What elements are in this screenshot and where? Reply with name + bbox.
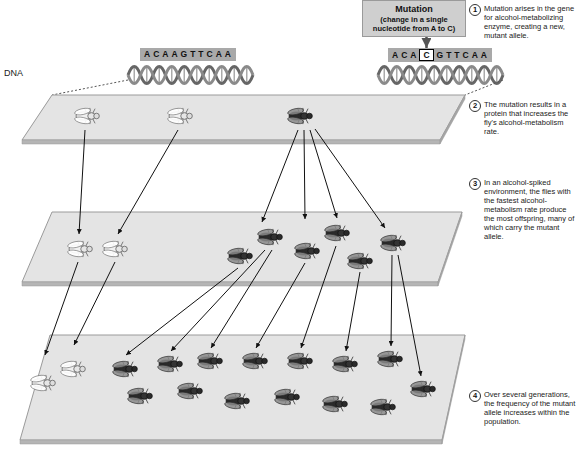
step: 4Over several generations, the frequency… — [469, 390, 579, 426]
fly-mutant — [197, 352, 222, 370]
zoom-line — [465, 80, 503, 95]
fly-wild-type — [74, 107, 99, 125]
fly-mutant — [287, 352, 312, 370]
box-text: (change in a single nucleotide from A to… — [367, 15, 461, 33]
population-plane — [22, 95, 465, 140]
fly-wild-type — [60, 360, 85, 378]
callout-number: 2 — [469, 100, 481, 112]
step-text: Over several generations, the frequency … — [484, 390, 579, 426]
fly-mutant — [370, 398, 395, 416]
step: 3In an alcohol-spiked environment, the f… — [469, 178, 579, 241]
plane-edge — [440, 95, 465, 144]
fly-mutant — [377, 350, 402, 368]
fly-mutant — [287, 107, 312, 125]
offspring-arrow — [315, 129, 385, 228]
fly-mutant — [257, 228, 282, 246]
fly-mutant — [274, 388, 299, 406]
offspring-arrow — [256, 263, 305, 348]
nucleotide-letter: C — [423, 50, 432, 60]
fly-mutant — [112, 360, 137, 378]
offspring-arrow — [391, 255, 392, 346]
fly-wild-type — [67, 240, 92, 258]
population-plane — [20, 335, 465, 440]
fly-mutant — [332, 355, 357, 373]
fly-mutant — [294, 242, 319, 260]
dna-strand — [128, 67, 253, 84]
mutation-box: Mutation(change in a single nucleotide f… — [362, 0, 466, 37]
fly-mutant — [410, 380, 435, 398]
fly-mutant — [324, 224, 349, 242]
fly-mutant — [347, 252, 372, 270]
dna-label: DNA — [4, 68, 23, 78]
fly-mutant — [157, 355, 182, 373]
fly-mutant — [127, 387, 152, 405]
offspring-arrow — [310, 130, 337, 218]
step-text: In an alcohol-spiked environment, the fl… — [484, 178, 579, 241]
dna-helix — [378, 67, 503, 84]
offspring-arrow — [346, 272, 360, 351]
offspring-arrow — [262, 130, 298, 222]
offspring-arrow — [304, 130, 305, 219]
sequence-text: GTTCAA — [437, 50, 490, 61]
plane-edge — [22, 282, 438, 286]
offspring-arrow — [126, 268, 238, 355]
fly-wild-type — [167, 107, 192, 125]
fly-wild-type — [30, 374, 55, 392]
fly-mutant — [322, 395, 347, 413]
step: 2The mutation results in a protein that … — [469, 100, 579, 136]
sequence-band: ACAAGTTCAA — [140, 48, 236, 61]
sequence-band: ACA GTTCAA C — [388, 48, 492, 62]
step-text: The mutation results in a protein that i… — [484, 100, 579, 136]
zoom-line — [52, 80, 128, 95]
mutation-arrow — [425, 37, 428, 48]
offspring-arrow — [301, 246, 336, 348]
callout-number: 1 — [469, 4, 481, 16]
callout-number: 4 — [469, 390, 481, 402]
box-heading: Mutation — [367, 4, 461, 15]
offspring-arrows — [79, 129, 385, 234]
offspring-arrow — [118, 130, 178, 234]
step: 1Mutation arises in the gene for alcohol… — [469, 4, 579, 40]
fly-mutant — [177, 382, 202, 400]
fly-wild-type — [102, 240, 127, 258]
population-plane — [22, 212, 462, 282]
offspring-arrows — [45, 246, 421, 376]
callout-number: 3 — [469, 178, 481, 190]
plane-edge — [442, 335, 465, 444]
offspring-arrow — [45, 262, 78, 355]
fly-mutant — [242, 352, 267, 370]
offspring-arrow — [79, 130, 85, 234]
dna-helix — [128, 67, 253, 84]
offspring-arrow — [211, 250, 272, 348]
fly-mutant — [380, 234, 405, 252]
sequence-text: ACA — [392, 50, 419, 61]
offspring-arrow — [74, 262, 115, 345]
fly-mutant — [224, 392, 249, 410]
step-text: Mutation arises in the gene for alcohol-… — [484, 4, 579, 40]
plane-edge — [20, 440, 442, 444]
sequence-text: ACAAGTTCAA — [144, 49, 234, 60]
dna-strand — [128, 67, 253, 84]
fly-mutant — [227, 247, 252, 265]
mutated-nucleotide-box: C — [419, 49, 433, 61]
plane-edge — [438, 212, 462, 286]
